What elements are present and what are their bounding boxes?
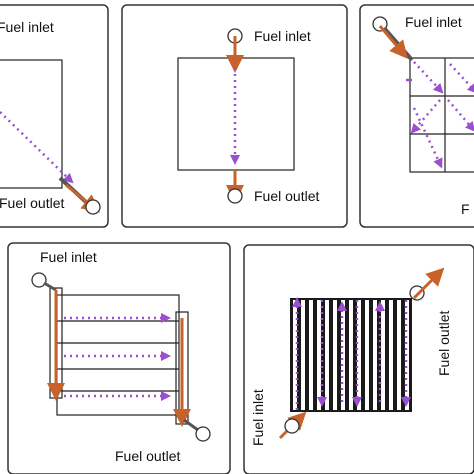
outlet-label: Fuel outlet [115,448,180,464]
inlet-pipe [382,26,414,62]
panel-frame [359,4,474,228]
channel-stripe [381,300,385,410]
flow-arrow [410,99,441,134]
channel-stripe [293,300,297,410]
channel-stripe [397,300,401,410]
flow-arrow-diagonal [0,111,74,184]
outlet-label: Fuel outlet [254,188,319,204]
channel-stripe [325,300,329,410]
panel-frame [0,4,109,228]
channel-stripe [341,300,345,410]
panel-frame [243,244,474,474]
panel-interdigitated: Fuel inlet Fuel outlet [243,244,474,474]
outlet-pipe [183,418,199,432]
channel-stripe [357,300,361,410]
flow-arrow [413,61,444,94]
inlet-label: Fuel inlet [0,19,54,35]
inlet-label: Fuel inlet [405,14,462,30]
panel-frame [7,242,231,474]
flow-arrow [412,107,443,169]
channel-stripes [293,300,409,410]
panel-grid: Fuel inlet F [359,4,474,228]
panel-diagonal: Fuel inlet Fuel outlet [0,4,109,228]
inlet-label: Fuel inlet [254,28,311,44]
panel-serpentine: Fuel inlet Fuel outlet [7,242,231,474]
outlet-port [227,188,243,204]
panel-frame [121,4,348,228]
channel-stripe [373,300,377,410]
outlet-port [195,426,211,442]
channel-stripe [389,300,393,410]
inlet-pipe [43,281,57,292]
outlet-port [85,199,101,215]
outlet-label: Fuel outlet [0,195,64,211]
inlet-label: Fuel inlet [250,389,266,446]
inlet-port [31,272,47,288]
channel-stripe [349,300,353,410]
outlet-arrow [412,267,445,300]
channel-stripe [317,300,321,410]
channel-stripe [301,300,305,410]
outlet-label: F [461,201,470,217]
plate-outline [409,57,474,173]
inlet-port [284,418,300,434]
inlet-label: Fuel inlet [40,249,97,265]
outlet-label: Fuel outlet [436,311,452,376]
channel-stripe [333,300,337,410]
inlet-arrow [378,25,408,59]
plate-outline [0,59,63,189]
flow-arrow [449,63,474,94]
inlet-port [372,16,388,32]
channel-stripe [309,300,313,410]
flow-arrow [447,99,474,132]
panel-straight: Fuel inlet Fuel outlet [121,4,348,228]
channel-stripe [365,300,369,410]
